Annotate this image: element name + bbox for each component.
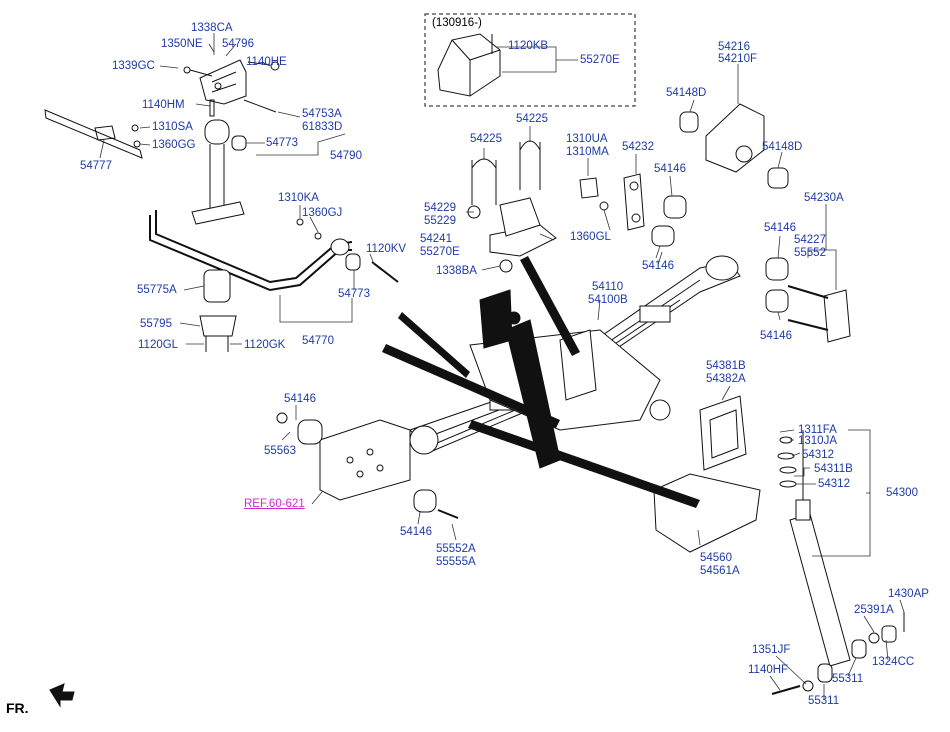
- inset-bump-stopper: [437, 33, 501, 97]
- callout[interactable]: 54312: [818, 478, 850, 490]
- callout[interactable]: 54796: [222, 38, 254, 50]
- callout[interactable]: 54560: [700, 552, 732, 564]
- shock-bracket: [653, 395, 761, 553]
- leader-lines: [99, 33, 905, 700]
- callout[interactable]: 54241: [420, 233, 452, 245]
- callout[interactable]: 1351JF: [752, 644, 791, 656]
- shock-absorber-rear: [771, 430, 905, 695]
- callout[interactable]: 54753A: [302, 108, 342, 120]
- callout[interactable]: 54100B: [588, 294, 628, 306]
- frame-bracket: [276, 412, 459, 519]
- callout[interactable]: 54229: [424, 202, 456, 214]
- callout[interactable]: 55555A: [436, 556, 476, 568]
- callout[interactable]: 55552A: [436, 543, 476, 555]
- callout[interactable]: 1360GL: [570, 231, 611, 243]
- callout[interactable]: 54146: [400, 526, 432, 538]
- callout[interactable]: 55229: [424, 215, 456, 227]
- callout[interactable]: 1338CA: [191, 22, 233, 34]
- callout[interactable]: 61833D: [302, 121, 343, 133]
- callout[interactable]: 55311: [808, 695, 840, 707]
- callout[interactable]: 1120KV: [366, 243, 407, 255]
- stabilizer-bar: [149, 210, 399, 352]
- callout[interactable]: 54232: [622, 141, 654, 153]
- reference-link[interactable]: REF.60-621: [244, 498, 305, 510]
- callout[interactable]: 54146: [760, 330, 792, 342]
- callout[interactable]: 1310KA: [278, 192, 319, 204]
- callout[interactable]: 1310UA: [566, 133, 608, 145]
- callout[interactable]: 55563: [264, 445, 296, 457]
- callout[interactable]: 54773: [266, 137, 298, 149]
- callout[interactable]: 54790: [330, 150, 362, 162]
- callout[interactable]: 1140HF: [748, 664, 789, 676]
- callout[interactable]: 54146: [284, 393, 316, 405]
- callout[interactable]: 1311FA: [798, 424, 837, 436]
- callout[interactable]: 54312: [802, 449, 834, 461]
- callout[interactable]: 55270E: [420, 246, 460, 258]
- callout[interactable]: 54146: [642, 260, 674, 272]
- callout[interactable]: 54381B: [706, 360, 746, 372]
- callout[interactable]: 55270E: [580, 54, 620, 66]
- callout[interactable]: 1350NE: [161, 38, 203, 50]
- callout[interactable]: 1140HE: [246, 56, 287, 68]
- callout[interactable]: 54777: [80, 160, 112, 172]
- callout[interactable]: 54773: [338, 288, 370, 300]
- callout[interactable]: 1120GK: [244, 339, 286, 351]
- callout[interactable]: 1338BA: [436, 265, 477, 277]
- callout[interactable]: 54110: [592, 281, 624, 293]
- callout[interactable]: 54148D: [762, 141, 803, 153]
- callout[interactable]: 54225: [470, 133, 502, 145]
- callout[interactable]: 54146: [764, 222, 796, 234]
- spring-hanger: [679, 103, 789, 189]
- callout[interactable]: 55795: [140, 318, 172, 330]
- callout[interactable]: 1324CC: [872, 656, 915, 668]
- callout[interactable]: 54230A: [804, 192, 844, 204]
- inset-box: [424, 13, 636, 107]
- callout[interactable]: 1430AP: [888, 588, 929, 600]
- stabilizer-strap: [44, 109, 143, 159]
- callout[interactable]: 55311: [832, 673, 864, 685]
- callout[interactable]: 54227: [794, 234, 826, 246]
- stabilizer-link-bracket: [183, 59, 280, 117]
- callout[interactable]: 1310SA: [152, 121, 193, 133]
- callout[interactable]: 1120KB: [508, 40, 549, 52]
- callout[interactable]: 54210F: [718, 53, 758, 65]
- callout[interactable]: 1120GL: [138, 339, 179, 351]
- axle-bump-stop: [489, 197, 557, 273]
- shackle-plate: [579, 173, 645, 231]
- callout[interactable]: 1360GJ: [302, 207, 343, 219]
- callout[interactable]: 55775A: [137, 284, 177, 296]
- u-bolts: [467, 140, 541, 219]
- callout[interactable]: 54225: [516, 113, 548, 125]
- callout[interactable]: 1310MA: [566, 146, 609, 158]
- rear-shackle: [787, 285, 851, 343]
- reference-strokes: [382, 256, 700, 508]
- inset-date-note: (130916-): [432, 17, 482, 29]
- callout[interactable]: 54770: [302, 335, 334, 347]
- callout[interactable]: 1140HM: [142, 99, 185, 111]
- shackle-bushings: [651, 195, 789, 313]
- callout[interactable]: 54382A: [706, 373, 746, 385]
- callout[interactable]: 55552: [794, 247, 826, 259]
- front-arrow-icon: [49, 683, 75, 708]
- callout[interactable]: 54300: [886, 487, 918, 499]
- callout[interactable]: 1310JA: [798, 435, 838, 447]
- callout[interactable]: 54146: [654, 163, 686, 175]
- callout[interactable]: 54311B: [814, 463, 853, 475]
- callout[interactable]: 54148D: [666, 87, 707, 99]
- callout[interactable]: 1360GG: [152, 139, 196, 151]
- front-label: FR.: [6, 700, 29, 716]
- callout[interactable]: 54216: [718, 41, 750, 53]
- callout[interactable]: 1339GC: [112, 60, 155, 72]
- callout[interactable]: 25391A: [854, 604, 894, 616]
- stabilizer-link: [191, 119, 247, 225]
- callout[interactable]: 54561A: [700, 565, 740, 577]
